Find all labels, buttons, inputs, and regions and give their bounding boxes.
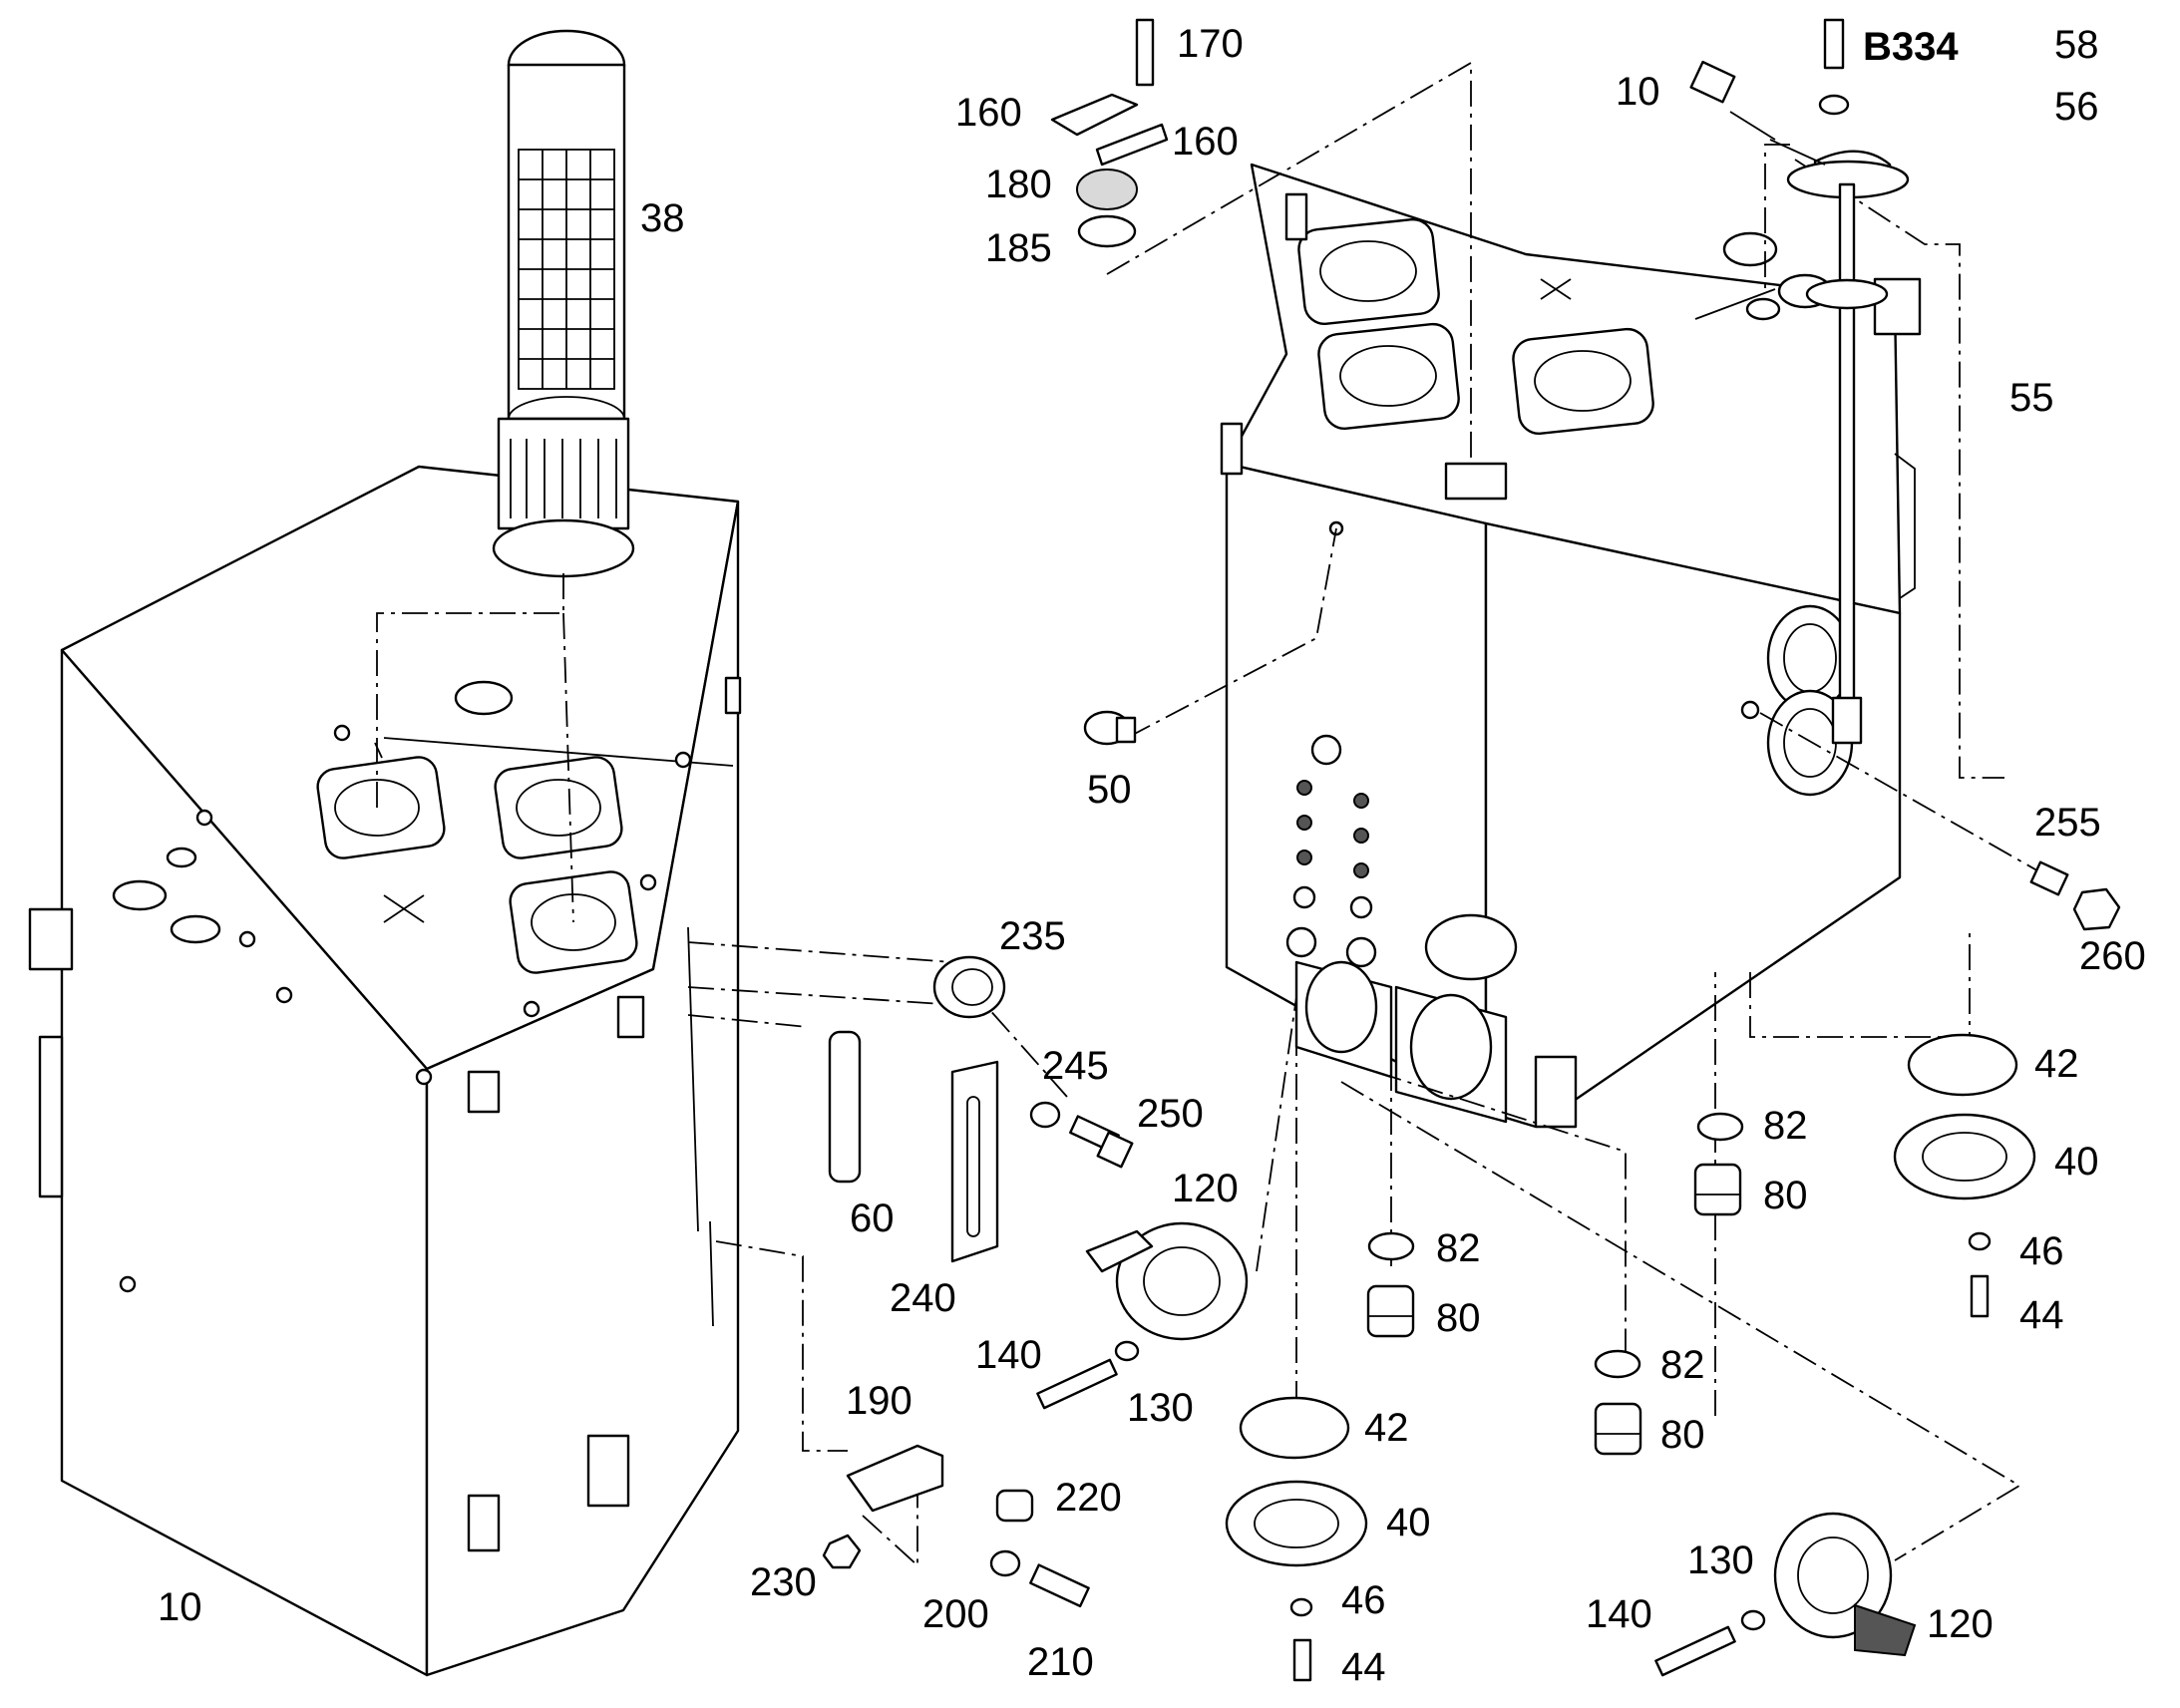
fitting-column xyxy=(1285,734,1377,968)
label-255: 255 xyxy=(2034,801,2101,845)
label-40-right: 40 xyxy=(2054,1140,2099,1184)
tank-left xyxy=(28,465,742,1677)
tank-right xyxy=(1220,163,1922,1129)
label-46-right: 46 xyxy=(2019,1229,2064,1273)
label-42-mid: 42 xyxy=(1364,1406,1409,1450)
bolt-44-right xyxy=(1970,1274,1990,1318)
label-44-right: 44 xyxy=(2019,1293,2064,1337)
label-250: 250 xyxy=(1137,1092,1204,1136)
bolt-210 xyxy=(1029,1563,1090,1608)
seal-42-right xyxy=(1907,1033,2018,1097)
washer-46-mid xyxy=(1289,1597,1313,1617)
label-130-top: 130 xyxy=(1127,1386,1194,1430)
seal-plug-group-b xyxy=(1594,1349,1642,1456)
bracket-240 xyxy=(950,1060,999,1263)
label-180: 180 xyxy=(985,163,1052,206)
washer-200 xyxy=(989,1549,1021,1577)
label-80-c: 80 xyxy=(1763,1174,1808,1217)
tank-right-top-ports xyxy=(1297,217,1833,501)
label-10-right: 10 xyxy=(1616,70,1660,114)
label-245: 245 xyxy=(1042,1044,1109,1088)
label-235: 235 xyxy=(999,914,1066,958)
seal-42-mid xyxy=(1239,1396,1350,1460)
bracket-190 xyxy=(846,1444,944,1513)
clamp-cap-group xyxy=(1050,18,1169,248)
bolt-140-top xyxy=(1036,1358,1118,1410)
label-40-mid: 40 xyxy=(1386,1501,1431,1544)
label-160-a: 160 xyxy=(955,91,1022,135)
level-sensor xyxy=(1689,18,1910,745)
label-80-a: 80 xyxy=(1436,1296,1481,1340)
seal-plug-group-c xyxy=(1693,1112,1744,1216)
sight-glass xyxy=(1766,604,1854,797)
flange-40-mid xyxy=(1225,1480,1368,1567)
screw-plug-235 xyxy=(932,955,1006,1019)
bolt-250 xyxy=(1069,1115,1134,1169)
label-60: 60 xyxy=(850,1196,895,1240)
fitting-255 xyxy=(2029,860,2069,896)
label-130-bottom: 130 xyxy=(1687,1538,1754,1582)
label-230: 230 xyxy=(750,1560,817,1604)
label-140-top: 140 xyxy=(975,1333,1042,1377)
flange-40-right xyxy=(1893,1113,2036,1200)
label-56: 56 xyxy=(2054,85,2099,129)
label-190: 190 xyxy=(846,1379,912,1423)
cover-120-bottom xyxy=(1773,1512,1917,1657)
drain-plug xyxy=(1083,710,1137,746)
nut-260 xyxy=(2072,887,2121,931)
label-82-c: 82 xyxy=(1763,1104,1808,1148)
washer-46-right xyxy=(1968,1231,1992,1251)
label-200: 200 xyxy=(922,1592,989,1636)
label-38: 38 xyxy=(640,196,685,240)
label-185: 185 xyxy=(985,226,1052,270)
knob-220 xyxy=(995,1489,1034,1523)
tank-left-bolts xyxy=(195,724,692,1086)
label-b334: B334 xyxy=(1863,25,1959,69)
label-170: 170 xyxy=(1177,22,1244,66)
bolt-44-mid xyxy=(1292,1638,1312,1682)
label-160-b: 160 xyxy=(1172,120,1239,164)
label-82-b: 82 xyxy=(1660,1343,1705,1387)
washer-245 xyxy=(1029,1101,1061,1129)
label-58: 58 xyxy=(2054,23,2099,67)
label-80-b: 80 xyxy=(1660,1413,1705,1457)
label-210: 210 xyxy=(1027,1640,1094,1684)
label-50: 50 xyxy=(1087,768,1132,812)
part-labels: 10 10 38 170 160 160 180 185 B334 58 56 … xyxy=(158,22,2146,1689)
cover-120-top xyxy=(1085,1221,1249,1341)
handle-60 xyxy=(828,1030,862,1184)
label-240: 240 xyxy=(890,1276,956,1320)
washer-130-top xyxy=(1114,1340,1140,1362)
nut-230 xyxy=(822,1534,862,1569)
tank-right-bottom-ports xyxy=(1294,913,1518,1124)
label-220: 220 xyxy=(1055,1476,1122,1520)
filter-element xyxy=(492,29,635,578)
bolt-140-bottom xyxy=(1654,1625,1736,1677)
washer-130-bottom xyxy=(1740,1609,1766,1631)
label-44-mid: 44 xyxy=(1341,1645,1386,1689)
label-46-mid: 46 xyxy=(1341,1578,1386,1622)
label-42-right: 42 xyxy=(2034,1042,2079,1086)
filter-mesh xyxy=(510,149,617,518)
label-140-bottom: 140 xyxy=(1586,1592,1652,1636)
label-120-top: 120 xyxy=(1172,1167,1239,1210)
label-82-a: 82 xyxy=(1436,1226,1481,1270)
label-120-bottom: 120 xyxy=(1927,1602,1994,1646)
label-10-left: 10 xyxy=(158,1585,202,1629)
label-260: 260 xyxy=(2079,934,2146,978)
label-55: 55 xyxy=(2009,376,2054,420)
seal-plug-group-a xyxy=(1366,1231,1415,1338)
